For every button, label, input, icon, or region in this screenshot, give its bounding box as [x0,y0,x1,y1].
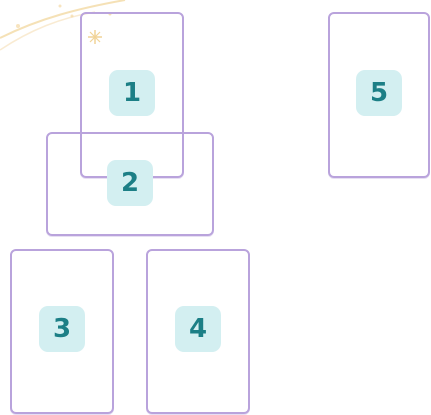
card-number-3: 3 [39,306,85,352]
card-number-4: 4 [175,306,221,352]
card-number-2: 2 [107,160,153,206]
card-number-1: 1 [109,70,155,116]
card-number-5: 5 [356,70,402,116]
